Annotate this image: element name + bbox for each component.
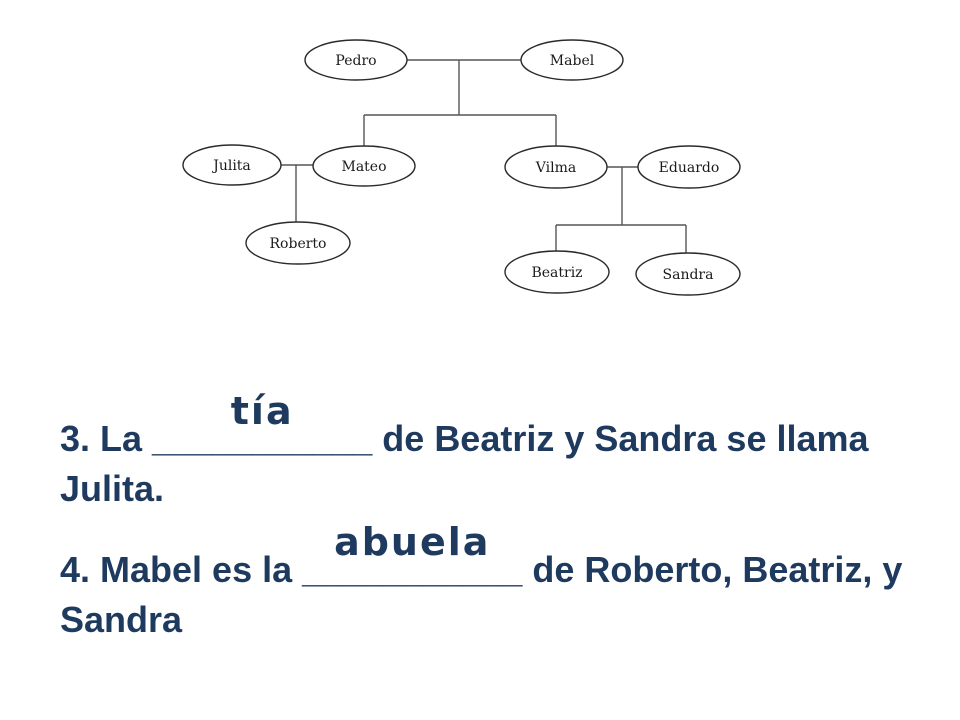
question-4-blank-line: ___________ xyxy=(302,549,523,590)
node-eduardo: Eduardo xyxy=(637,145,741,189)
node-label-beatriz: Beatriz xyxy=(531,265,582,281)
node-label-eduardo: Eduardo xyxy=(659,160,720,176)
node-label-sandra: Sandra xyxy=(663,267,714,283)
node-roberto: Roberto xyxy=(245,221,351,265)
node-pedro: Pedro xyxy=(304,39,408,81)
question-3-after: de Beatriz y Sandra se llama Julita. xyxy=(60,418,869,509)
node-julita: Julita xyxy=(182,144,282,186)
node-beatriz: Beatriz xyxy=(504,250,610,294)
node-label-julita: Julita xyxy=(211,158,251,174)
node-sandra: Sandra xyxy=(635,252,741,296)
question-3-before: 3. La xyxy=(60,418,153,459)
question-3-answer: tía xyxy=(227,386,295,437)
node-label-vilma: Vilma xyxy=(535,160,576,176)
family-tree-diagram: Pedro Mabel Julita Mateo Vilma Eduardo R… xyxy=(182,39,741,296)
node-label-mabel: Mabel xyxy=(550,53,595,69)
question-3-blank-line: ___________ xyxy=(152,418,373,459)
node-label-mateo: Mateo xyxy=(341,159,386,175)
node-label-roberto: Roberto xyxy=(270,236,327,252)
question-4-after: de Roberto, Beatriz, y Sandra xyxy=(60,549,903,640)
question-4-blank: ___________abuela xyxy=(302,517,523,595)
question-3: 3. La ___________tía de Beatriz y Sandra… xyxy=(60,386,920,514)
question-4: 4. Mabel es la ___________abuela de Robe… xyxy=(60,517,920,645)
node-mabel: Mabel xyxy=(520,39,624,81)
question-4-before: 4. Mabel es la xyxy=(60,549,303,590)
question-3-blank: ___________tía xyxy=(152,386,373,464)
node-vilma: Vilma xyxy=(504,145,608,189)
node-mateo: Mateo xyxy=(312,145,416,187)
node-label-pedro: Pedro xyxy=(335,53,376,69)
family-tree-connectors xyxy=(280,59,687,253)
question-4-answer: abuela xyxy=(331,517,492,568)
